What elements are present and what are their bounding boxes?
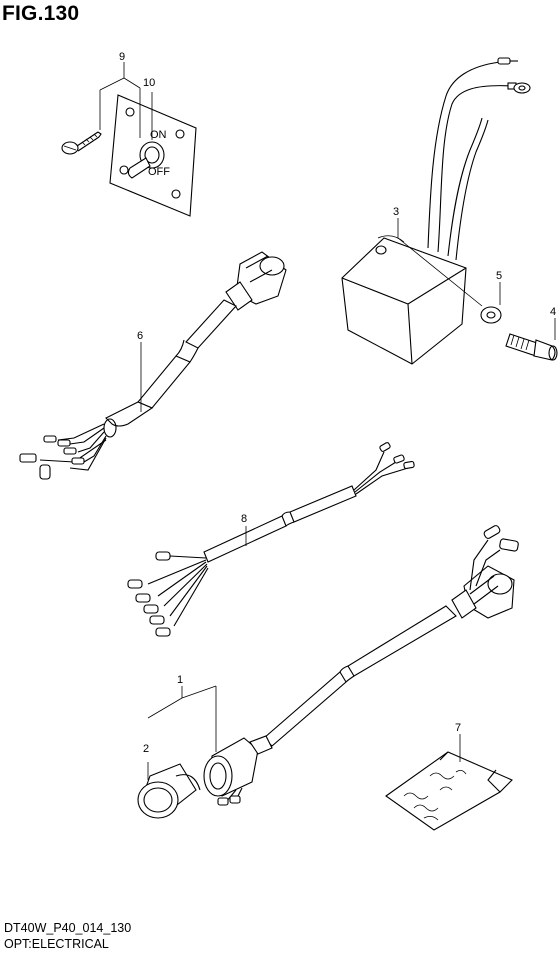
washer-icon bbox=[480, 306, 502, 324]
bullet-terminal-icon bbox=[143, 604, 159, 614]
bolt-assembly[interactable]: 4 bbox=[505, 306, 558, 361]
plate-hole bbox=[171, 189, 181, 199]
callout-1: 1 bbox=[177, 674, 183, 686]
bullet-terminal-icon bbox=[155, 627, 171, 637]
bullet-terminal-icon bbox=[379, 442, 391, 452]
callout-6: 6 bbox=[137, 330, 143, 342]
figure-code: DT40W_P40_014_130 bbox=[4, 921, 132, 935]
bullet-terminal-icon bbox=[19, 453, 37, 463]
callout-8: 8 bbox=[241, 513, 247, 525]
bullet-terminal-icon bbox=[499, 538, 519, 552]
harness-sleeve bbox=[105, 401, 154, 427]
bullet-terminal-icon bbox=[43, 435, 57, 443]
callout-10: 10 bbox=[143, 77, 155, 89]
bullet-terminal-icon bbox=[393, 454, 405, 464]
bolt-icon bbox=[505, 333, 558, 361]
harness-cable bbox=[289, 485, 357, 523]
plate-hole bbox=[119, 165, 129, 175]
bullet-terminal-icon bbox=[135, 593, 151, 603]
switch-plate-assembly[interactable]: ON OFF 9 10 bbox=[61, 51, 197, 217]
figure-category: OPT:ELECTRICAL bbox=[4, 937, 109, 951]
ring-terminal-icon bbox=[507, 82, 531, 94]
plate-hole bbox=[175, 129, 185, 139]
harness-cable bbox=[185, 299, 237, 349]
harness-8-assembly[interactable]: 8 bbox=[127, 442, 415, 637]
bullet-terminal-icon bbox=[483, 525, 501, 539]
box-lead bbox=[455, 119, 489, 261]
switch-on-label: ON bbox=[150, 129, 167, 141]
bullet-terminal-icon bbox=[229, 795, 241, 804]
receptacle-harness-assembly[interactable]: 1 2 bbox=[137, 525, 519, 819]
plate-hole bbox=[125, 107, 135, 117]
bullet-terminal-icon bbox=[403, 460, 415, 470]
switch-off-label: OFF bbox=[148, 166, 170, 178]
callout-9: 9 bbox=[119, 51, 125, 63]
callout-4: 4 bbox=[550, 306, 556, 318]
harness-6-assembly[interactable]: 6 bbox=[19, 251, 287, 480]
callout-2: 2 bbox=[143, 743, 149, 755]
bullet-terminal-icon bbox=[149, 615, 165, 625]
bullet-terminal-icon bbox=[217, 797, 229, 806]
bag-7-assembly[interactable]: 7 bbox=[385, 722, 513, 831]
callout-5: 5 bbox=[496, 270, 502, 282]
callout-3: 3 bbox=[393, 206, 399, 218]
electrical-box bbox=[341, 237, 467, 365]
bullet-terminal-icon bbox=[497, 57, 518, 65]
harness-cable bbox=[137, 355, 191, 409]
receptacle-cap-icon bbox=[137, 763, 201, 819]
electrical-box-assembly[interactable]: 3 bbox=[341, 57, 531, 365]
parts-bag-icon bbox=[385, 751, 513, 831]
box-lead bbox=[427, 61, 501, 249]
connector-icon bbox=[225, 251, 287, 311]
bullet-terminal-icon bbox=[71, 457, 85, 465]
harness-cable bbox=[347, 605, 457, 677]
bullet-terminal-icon bbox=[57, 439, 71, 447]
box-lead bbox=[437, 85, 513, 253]
harness-cable bbox=[263, 671, 347, 747]
bullet-terminal-icon bbox=[63, 447, 77, 455]
screw-icon bbox=[61, 131, 102, 155]
connector-icon bbox=[451, 565, 515, 619]
bullet-terminal-icon bbox=[155, 551, 171, 561]
figure-title: FIG.130 bbox=[2, 2, 80, 25]
bullet-terminal-icon bbox=[127, 579, 143, 589]
harness-cable bbox=[203, 515, 287, 563]
bullet-terminal-icon bbox=[39, 464, 51, 480]
washer-assembly[interactable]: 5 bbox=[480, 270, 502, 324]
toggle-lever bbox=[127, 157, 151, 179]
box-lead bbox=[447, 117, 483, 257]
callout-7: 7 bbox=[455, 722, 461, 734]
